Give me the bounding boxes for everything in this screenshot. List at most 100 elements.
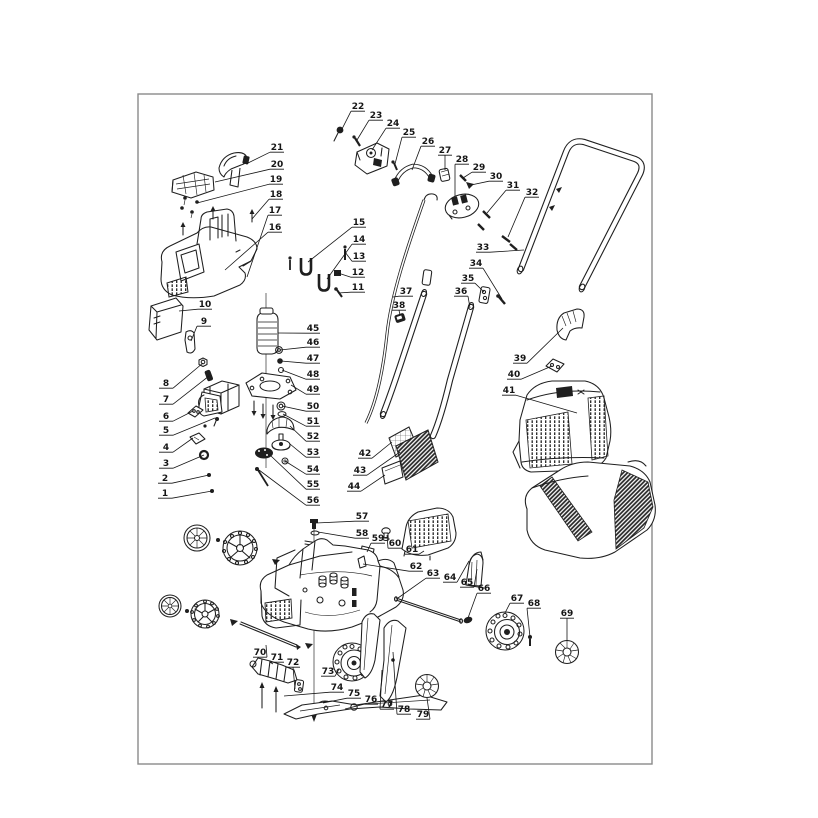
leader-line-68 xyxy=(526,607,541,638)
screw-34 xyxy=(496,294,506,305)
leader-line-74 xyxy=(283,691,344,697)
part-label-28: 28 xyxy=(454,155,469,197)
part-number-66: 66 xyxy=(478,584,491,594)
part-label-51: 51 xyxy=(282,413,320,427)
part-number-55: 55 xyxy=(307,480,320,490)
part-number-39: 39 xyxy=(514,354,527,364)
leader-line-2 xyxy=(158,474,210,484)
leader-line-62 xyxy=(362,563,423,572)
part-number-19: 19 xyxy=(270,175,283,185)
leader-line-13 xyxy=(344,251,366,262)
leader-line-8 xyxy=(159,362,204,389)
part-number-60: 60 xyxy=(389,539,402,549)
leader-line-4 xyxy=(159,437,194,453)
part-number-62: 62 xyxy=(410,562,423,572)
part-label-12: 12 xyxy=(337,268,365,278)
nut-12 xyxy=(334,270,341,276)
leader-line-18 xyxy=(251,198,283,220)
clamp-35 xyxy=(478,286,491,304)
part-label-71: 71 xyxy=(269,653,284,665)
leader-line-72 xyxy=(286,666,300,690)
leader-line-34 xyxy=(469,267,503,300)
leader-line-25 xyxy=(394,136,416,165)
leader-line-20 xyxy=(214,168,284,183)
part-battery-pack xyxy=(148,297,184,341)
leader-line-35 xyxy=(461,282,485,293)
part-label-25: 25 xyxy=(394,128,416,165)
clip-4 xyxy=(189,432,206,445)
part-number-41: 41 xyxy=(503,386,516,396)
part-number-50: 50 xyxy=(307,402,320,412)
part-label-9: 9 xyxy=(190,317,211,342)
part-number-33: 33 xyxy=(477,243,490,253)
leader-line-76 xyxy=(344,703,378,710)
leader-line-30 xyxy=(470,180,503,186)
leader-line-37 xyxy=(392,295,413,298)
part-grassbox-lid-41 xyxy=(512,380,612,473)
part-electronics-box xyxy=(198,380,240,417)
part-label-70: 70 xyxy=(253,644,268,658)
part-label-18: 18 xyxy=(251,190,283,220)
part-label-32: 32 xyxy=(507,188,539,238)
part-label-46: 46 xyxy=(279,338,320,351)
leader-line-24 xyxy=(371,127,400,151)
part-label-47: 47 xyxy=(280,354,320,364)
part-label-52: 52 xyxy=(289,425,320,442)
leader-line-56 xyxy=(258,469,320,506)
part-label-45: 45 xyxy=(277,324,320,334)
part-number-52: 52 xyxy=(307,432,320,442)
part-handle-bracket-39 xyxy=(556,308,585,341)
part-mower-deck xyxy=(259,538,404,632)
part-label-77: 77 xyxy=(379,669,394,710)
leader-line-52 xyxy=(289,425,320,442)
part-number-23: 23 xyxy=(370,111,383,121)
part-label-7: 7 xyxy=(159,375,210,405)
part-number-79: 79 xyxy=(417,710,430,720)
leader-line-29 xyxy=(462,171,486,179)
leader-line-63 xyxy=(397,577,440,599)
leader-line-5 xyxy=(159,417,216,436)
part-number-77: 77 xyxy=(381,700,394,710)
part-label-68: 68 xyxy=(526,599,541,638)
part-label-58: 58 xyxy=(317,529,369,539)
part-label-13: 13 xyxy=(344,251,366,262)
part-label-27: 27 xyxy=(438,146,452,170)
part-number-38: 38 xyxy=(393,301,406,311)
leader-line-53 xyxy=(289,443,320,458)
part-number-21: 21 xyxy=(271,143,284,153)
part-label-62: 62 xyxy=(362,562,423,572)
leader-line-23 xyxy=(356,119,383,141)
part-number-6: 6 xyxy=(163,412,169,422)
part-chute-panel-77 xyxy=(359,613,381,679)
leader-line-11 xyxy=(337,291,365,294)
part-number-3: 3 xyxy=(163,459,169,469)
leader-line-58 xyxy=(317,531,369,539)
axle-dot-c xyxy=(185,609,189,613)
part-number-7: 7 xyxy=(163,395,169,405)
part-label-73: 73 xyxy=(321,667,340,677)
leader-line-38 xyxy=(392,309,406,316)
part-number-27: 27 xyxy=(439,146,452,156)
part-switch-plate-28 xyxy=(444,193,480,220)
screws-32 xyxy=(501,235,518,251)
part-label-36: 36 xyxy=(454,287,471,309)
part-number-29: 29 xyxy=(473,163,486,173)
leader-line-42 xyxy=(358,441,393,459)
leader-line-33 xyxy=(476,249,525,253)
leader-line-67 xyxy=(504,602,524,614)
axle-dot-a xyxy=(216,538,220,542)
part-label-40: 40 xyxy=(507,365,553,380)
part-label-38: 38 xyxy=(392,301,406,316)
part-number-25: 25 xyxy=(403,128,416,138)
part-hubcap-front-a xyxy=(183,524,211,552)
part-number-49: 49 xyxy=(307,385,320,395)
part-label-22: 22 xyxy=(340,102,365,132)
leader-line-36 xyxy=(454,295,471,309)
part-number-11: 11 xyxy=(352,283,365,293)
leader-line-10 xyxy=(178,308,212,312)
deck-knob-60 xyxy=(381,527,391,542)
part-cable-boot-27 xyxy=(438,167,451,182)
part-hubcap-69 xyxy=(554,639,580,665)
part-number-43: 43 xyxy=(354,466,367,476)
